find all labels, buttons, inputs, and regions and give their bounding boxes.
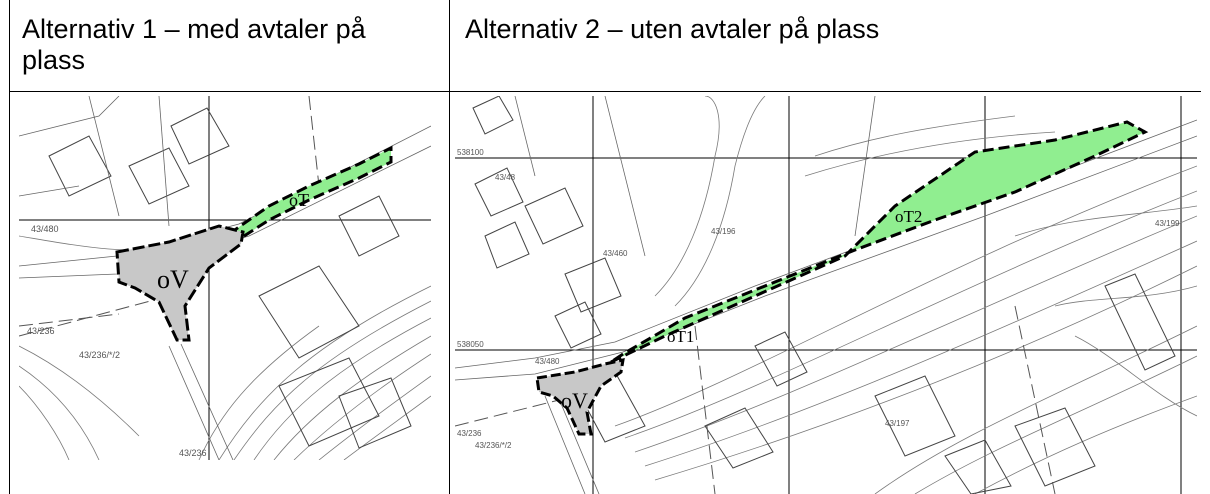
map1-zone-ot [225,145,393,240]
map1-parcel-p3: 43/236/*/2 [79,350,120,360]
map1-zone-ov [115,224,245,342]
map2-parcel-p8: 43/197 [885,419,910,428]
map2-label-ov: oV [561,388,588,413]
map2-label-ot2: oT2 [895,207,922,226]
map1-buildings [48,107,412,449]
map2-label-ot1: oT1 [667,327,694,346]
map2-parcel-p4: 43/199 [1155,219,1180,228]
map2-parcel-p3: 43/196 [711,227,736,236]
map2-parcel-p2: 43/460 [603,249,628,258]
map-alternativ-2: oV oT1 oT2 538100 538050 43/48 43/460 43… [455,96,1197,494]
table-column-divider [449,0,450,494]
map1-label-ot: oT [289,190,309,210]
map1-label-ov: oV [157,265,189,294]
map2-parcel-p6: 43/236 [457,429,482,438]
header-row-divider [9,91,1201,92]
header-alternativ-1: Alternativ 1 – med avtaler på plass [22,14,366,75]
map2-parcel-p5: 43/480 [535,357,560,366]
map2-zone-ov [535,358,625,436]
map2-parcel-p7: 43/236/*/2 [475,441,512,450]
map1-parcel-p4: 43/236 [179,448,207,458]
map2-property-lines [455,305,1056,494]
map1-parcel-p2: 43/236 [27,326,55,336]
map2-coord-c2: 538050 [457,340,484,349]
map2-coord-c1: 538100 [457,148,484,157]
map-alternativ-1: oV oT 43/480 43/236 43/236/*/2 43/236 [19,96,431,460]
map2-contours [614,96,1197,494]
map2-zone-ot [610,120,1149,364]
map1-parcel-p1: 43/480 [31,224,59,234]
table-left-border [9,0,10,494]
comparison-table: Alternativ 1 – med avtaler på plass Alte… [9,0,1201,494]
map1-property-lines [19,96,320,337]
header-alternativ-2: Alternativ 2 – uten avtaler på plass [465,14,880,44]
map1-grid [19,96,431,460]
map2-buildings [472,96,1176,494]
map2-parcel-p1: 43/48 [495,173,516,182]
